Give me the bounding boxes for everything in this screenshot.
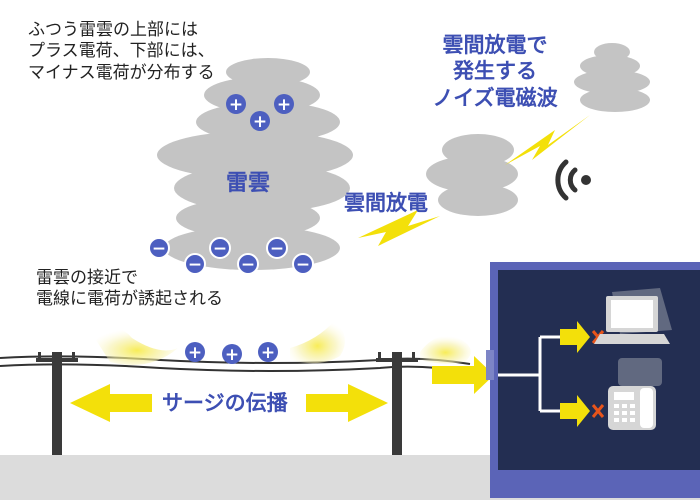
svg-text:+: + <box>277 95 291 115</box>
induction-note-line-1: 雷雲の接近で <box>36 268 138 288</box>
negative-charge-cloud-icon: − <box>148 237 170 259</box>
negative-charge-cloud-icon: − <box>237 253 259 275</box>
intro-note-line-3: マイナス電荷が分布する <box>28 62 215 83</box>
intercloud-discharge-label: 雲間放電 <box>344 191 428 215</box>
wave-icon <box>555 159 591 201</box>
svg-text:−: − <box>241 255 255 275</box>
surge-label: サージの伝播 <box>162 391 288 415</box>
positive-charge-line-icon: + <box>222 344 242 365</box>
svg-text:+: + <box>188 343 202 363</box>
positive-charge-cloud-icon: + <box>226 94 246 115</box>
induction-note: 雷雲の接近で 電線に電荷が誘起される <box>36 268 223 311</box>
utility-pole-icon <box>36 352 78 455</box>
lightning-icon <box>505 115 590 165</box>
svg-text:+: + <box>229 95 243 115</box>
intro-note-line-2: プラス電荷、下部には、 <box>28 41 215 62</box>
noise-label-line-3: ノイズ電磁波 <box>432 85 558 110</box>
positive-charge-cloud-icon: + <box>250 111 270 132</box>
noise-label-line-1: 雲間放電で <box>442 33 548 57</box>
svg-text:−: − <box>270 239 284 259</box>
intro-note: ふつう雷雲の上部には プラス電荷、下部には、 マイナス電荷が分布する <box>28 20 215 84</box>
negative-charge-cloud-icon: − <box>292 253 314 275</box>
svg-text:+: + <box>253 112 267 132</box>
svg-text:+: + <box>225 345 239 365</box>
thundercloud-label: 雷雲 <box>226 171 271 196</box>
positive-charge-line-icon: + <box>185 342 205 363</box>
svg-text:−: − <box>213 239 227 259</box>
negative-charge-cloud-icon: − <box>266 237 288 259</box>
induction-note-line-2: 電線に電荷が誘起される <box>36 289 223 310</box>
svg-text:−: − <box>188 255 202 275</box>
lightning-icon <box>358 210 440 246</box>
svg-text:−: − <box>296 255 310 275</box>
thundercloud <box>157 58 353 270</box>
surge-arrow-laptop <box>560 321 590 353</box>
svg-text:−: − <box>152 239 166 259</box>
utility-pole-icon <box>376 352 418 455</box>
laptop-icon <box>594 288 672 344</box>
surge-arrow-right <box>306 384 388 422</box>
equipment-cabinet <box>486 262 700 498</box>
upper-cloud <box>574 43 650 112</box>
charge-markers: +++−−−−−−+++ <box>148 94 314 365</box>
induced-charge-glow <box>96 320 471 365</box>
intro-note-line-1: ふつう雷雲の上部には <box>28 20 198 40</box>
telephone-icon <box>608 358 662 430</box>
surge-arrow-telephone <box>560 395 590 427</box>
surge-arrow-to-cabinet <box>432 356 494 394</box>
positive-charge-cloud-icon: + <box>274 94 294 115</box>
internal-wiring <box>498 335 560 413</box>
intercloud-cloud <box>426 134 518 216</box>
noise-label: 雲間放電で 発生する ノイズ電磁波 <box>420 32 570 111</box>
surge-arrow-left <box>70 384 152 422</box>
noise-label-line-2: 発生する <box>453 59 537 84</box>
block-mark-telephone <box>591 404 605 418</box>
positive-charge-line-icon: + <box>258 342 278 363</box>
negative-charge-cloud-icon: − <box>184 253 206 275</box>
negative-charge-cloud-icon: − <box>209 237 231 259</box>
svg-text:+: + <box>261 343 275 363</box>
